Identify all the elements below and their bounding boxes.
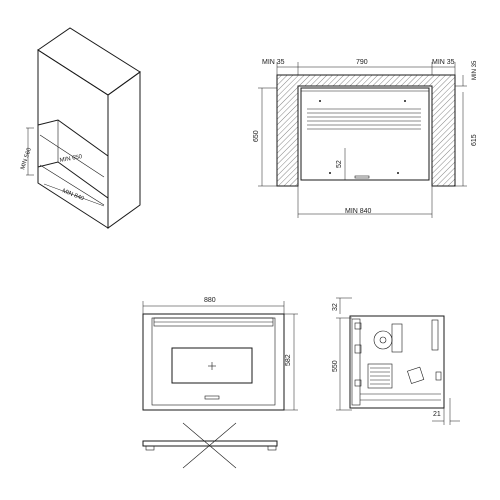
oven-handle [204,395,220,400]
side-dim-32-label: 32 [332,303,339,311]
iso-min-560-label: MIN 560 [20,147,33,171]
install-appliance-body [300,87,430,181]
oven-window [171,347,253,384]
oven-top-view [142,422,278,469]
install-min-35-left-label: MIN 35 [262,59,285,66]
iso-cabinet-side [107,71,141,229]
side-view: 32 550 21 [332,297,460,425]
oven-front-inner [151,317,276,406]
oven-width-880-label: 880 [204,297,216,304]
install-min-840-label: MIN 840 [345,208,372,215]
install-wall-hatch [276,74,456,187]
install-vent-grille [307,108,421,130]
oven-front-frame [142,313,285,411]
side-dim-21-label: 21 [433,411,441,418]
install-dim-52-label: 52 [336,160,343,168]
install-min-35-right-label: MIN 35 [432,59,455,66]
install-height-650-label: 650 [253,130,260,142]
side-motor-block [367,363,393,389]
oven-front-view: 880 582 [142,297,298,411]
oven-height-582-label: 582 [285,354,292,366]
iso-min-650-label: MIN 650 [59,154,83,164]
iso-cabinet: MIN 560 MIN 650 MIN 840 [20,27,141,229]
iso-cabinet-front [37,49,109,229]
front-install-view: MIN 35 790 MIN 35 MIN 35 650 615 52 MIN … [253,59,478,218]
install-height-615-label: 615 [471,134,478,146]
iso-cabinet-top [37,27,141,96]
cross-line-b [182,422,237,469]
side-fan-icon [373,330,393,350]
install-min-35-vertical-label: MIN 35 [472,60,478,80]
side-dim-550-label: 550 [332,360,339,372]
install-width-790-label: 790 [356,59,368,66]
side-oven-body [349,315,445,409]
